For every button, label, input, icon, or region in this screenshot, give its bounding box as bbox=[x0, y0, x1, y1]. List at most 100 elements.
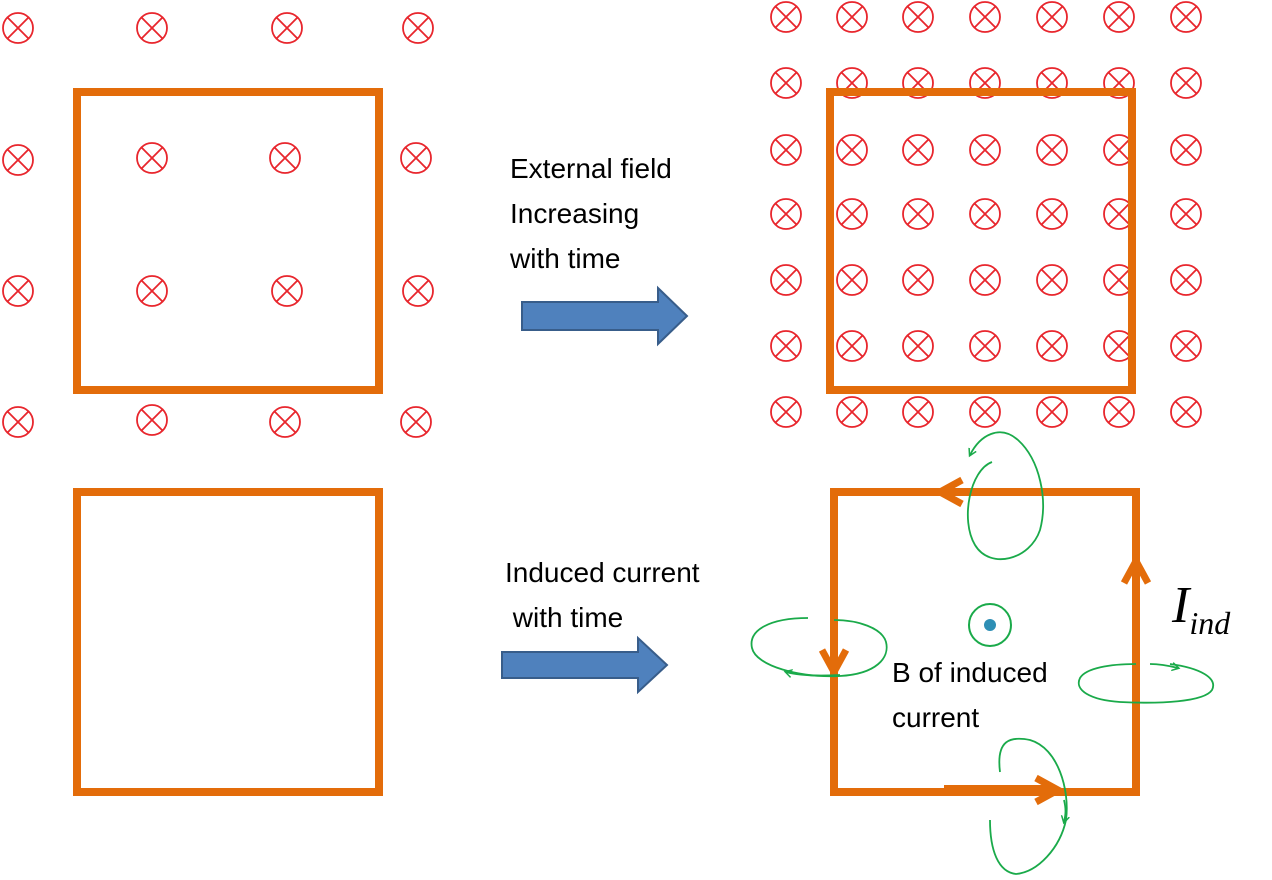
into-page-field-symbol-13 bbox=[2, 406, 34, 438]
field-symbol-ring bbox=[836, 198, 868, 230]
dense-external-field bbox=[770, 1, 1202, 428]
field-symbol-cross-2 bbox=[907, 6, 929, 28]
field-symbol-cross-2 bbox=[276, 280, 298, 302]
into-page-field-symbol-dense-14 bbox=[1170, 67, 1202, 99]
into-page-field-symbol-dense-7 bbox=[1170, 1, 1202, 33]
field-symbol-cross-2 bbox=[405, 411, 427, 433]
field-symbol-ring bbox=[770, 67, 802, 99]
field-symbol-ring bbox=[1036, 264, 1068, 296]
loop-top-right bbox=[826, 88, 1136, 394]
field-symbol-ring bbox=[969, 330, 1001, 362]
field-symbol-ring bbox=[770, 198, 802, 230]
loop-bottom-right bbox=[830, 488, 1140, 796]
current-arrow-right bbox=[1120, 553, 1152, 585]
field-symbol-ring bbox=[770, 1, 802, 33]
loop-bottom-left bbox=[73, 488, 383, 796]
field-symbol-ring bbox=[1036, 198, 1068, 230]
field-symbol-ring bbox=[136, 404, 168, 436]
induced-current-label: Induced current with time bbox=[0, 0, 738, 633]
into-page-field-symbol-dense-1 bbox=[770, 1, 802, 33]
field-symbol-ring bbox=[902, 67, 934, 99]
into-page-field-symbol-dense-41 bbox=[1103, 330, 1135, 362]
field-symbol-ring bbox=[1170, 134, 1202, 166]
field-symbol-cross-2 bbox=[775, 335, 797, 357]
time-arrow-bottom bbox=[501, 635, 669, 695]
induced-field-label: B of induced current bbox=[892, 657, 1055, 733]
field-symbol-cross-2 bbox=[974, 6, 996, 28]
field-loop-bottom-wire bbox=[989, 737, 1068, 875]
into-page-field-symbol-dense-2 bbox=[836, 1, 868, 33]
field-symbol-ring bbox=[836, 1, 868, 33]
field-symbol-cross-2 bbox=[1175, 6, 1197, 28]
field-symbol-cross-2 bbox=[841, 139, 863, 161]
field-symbol-cross-2 bbox=[841, 6, 863, 28]
current-arrow-bottom bbox=[1034, 774, 1066, 806]
field-symbol-cross-2 bbox=[907, 269, 929, 291]
time-arrow-top bbox=[521, 285, 689, 347]
into-page-field-symbol-dense-30 bbox=[836, 264, 868, 296]
field-symbol-cross-2 bbox=[1175, 72, 1197, 94]
into-page-field-symbol-10 bbox=[136, 275, 168, 307]
into-page-field-symbol-dense-35 bbox=[1170, 264, 1202, 296]
into-page-field-symbol-dense-43 bbox=[770, 396, 802, 428]
sparse-external-field bbox=[2, 12, 434, 438]
field-loop-left-arrow bbox=[786, 672, 841, 676]
field-symbol-ring bbox=[969, 198, 1001, 230]
current-symbol-subscript: ind bbox=[1189, 605, 1231, 641]
field-symbol-ring bbox=[402, 275, 434, 307]
field-symbol-cross-2 bbox=[841, 269, 863, 291]
field-symbol-ring bbox=[271, 275, 303, 307]
induced-field-loops bbox=[750, 431, 1215, 875]
into-page-field-symbol-dense-6 bbox=[1103, 1, 1135, 33]
into-page-field-symbol-dense-8 bbox=[770, 67, 802, 99]
field-symbol-ring bbox=[969, 134, 1001, 166]
field-symbol-ring bbox=[1170, 1, 1202, 33]
induced-field-label-line-2: current bbox=[892, 702, 979, 733]
into-page-field-symbol-dense-40 bbox=[1036, 330, 1068, 362]
into-page-field-symbol-dense-18 bbox=[969, 134, 1001, 166]
field-symbol-ring bbox=[1103, 1, 1135, 33]
into-page-field-symbol-dense-36 bbox=[770, 330, 802, 362]
field-symbol-cross-2 bbox=[1175, 203, 1197, 225]
into-page-field-symbol-16 bbox=[400, 406, 432, 438]
field-symbol-cross-2 bbox=[407, 280, 429, 302]
field-symbol-cross-2 bbox=[907, 139, 929, 161]
current-symbol: Iind bbox=[1171, 577, 1231, 641]
field-symbol-ring bbox=[400, 406, 432, 438]
into-page-field-symbol-dense-49 bbox=[1170, 396, 1202, 428]
field-symbol-cross-2 bbox=[775, 269, 797, 291]
field-symbol-cross-2 bbox=[7, 280, 29, 302]
field-symbol-ring bbox=[402, 12, 434, 44]
into-page-field-symbol-dense-44 bbox=[836, 396, 868, 428]
field-symbol-ring bbox=[836, 134, 868, 166]
into-page-field-symbol-15 bbox=[269, 406, 301, 438]
field-symbol-ring bbox=[836, 67, 868, 99]
field-symbol-cross-2 bbox=[141, 409, 163, 431]
into-page-field-symbol-12 bbox=[402, 275, 434, 307]
field-symbol-cross-2 bbox=[974, 203, 996, 225]
into-page-field-symbol-dense-38 bbox=[902, 330, 934, 362]
into-page-field-symbol-dense-25 bbox=[969, 198, 1001, 230]
current-symbol-main: I bbox=[1171, 577, 1192, 634]
into-page-field-symbol-dense-45 bbox=[902, 396, 934, 428]
field-symbol-cross-2 bbox=[7, 149, 29, 171]
into-page-field-symbol-dense-46 bbox=[969, 396, 1001, 428]
into-page-field-symbol-dense-28 bbox=[1170, 198, 1202, 230]
field-symbol-cross-2 bbox=[405, 147, 427, 169]
field-symbol-ring bbox=[770, 134, 802, 166]
field-symbol-cross-2 bbox=[974, 269, 996, 291]
into-page-field-symbol-5 bbox=[2, 144, 34, 176]
field-symbol-ring bbox=[269, 142, 301, 174]
into-page-field-symbol-9 bbox=[2, 275, 34, 307]
into-page-field-symbol-3 bbox=[271, 12, 303, 44]
field-symbol-ring bbox=[1036, 330, 1068, 362]
field-symbol-ring bbox=[1036, 396, 1068, 428]
induced-field-label-line-1: B of induced bbox=[892, 657, 1048, 688]
field-symbol-ring bbox=[2, 406, 34, 438]
field-symbol-ring bbox=[969, 1, 1001, 33]
field-symbol-cross-2 bbox=[907, 401, 929, 423]
into-page-field-symbol-4 bbox=[402, 12, 434, 44]
field-symbol-cross-2 bbox=[1041, 401, 1063, 423]
into-page-field-symbol-dense-5 bbox=[1036, 1, 1068, 33]
